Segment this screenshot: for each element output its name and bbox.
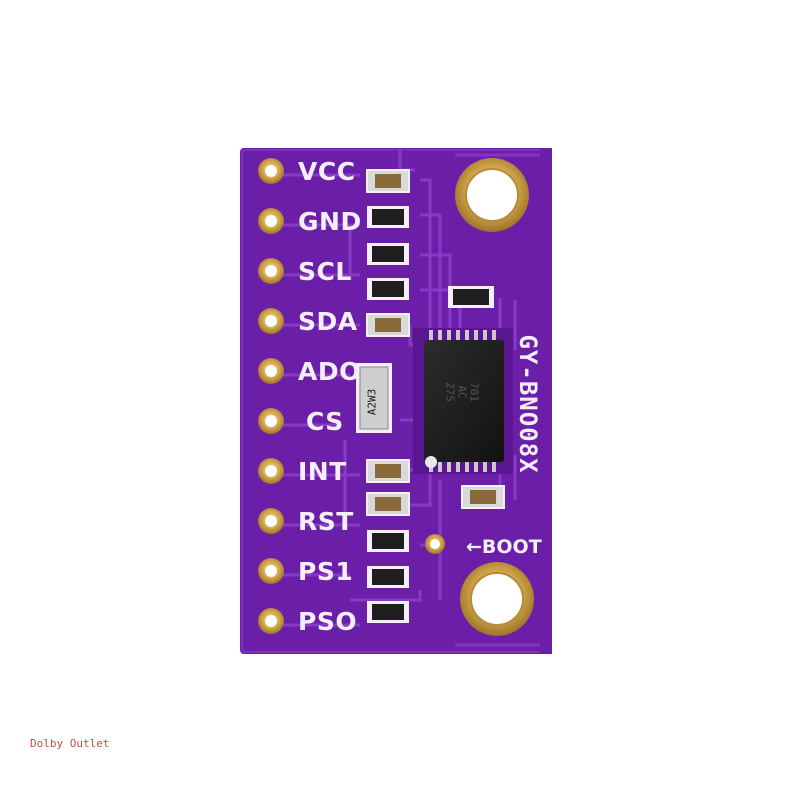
pin-pads — [258, 158, 284, 634]
resistor-code: 472 — [380, 572, 396, 581]
pin-label-ado: ADO — [298, 357, 361, 386]
pin-label-ps0: PSO — [298, 607, 358, 636]
pin-label-vcc: VCC — [298, 157, 356, 186]
pin-label-cs: CS — [306, 407, 344, 436]
resistor-code: 472 — [380, 284, 396, 293]
resistor-code: 472 — [380, 212, 396, 221]
sensor-chip — [413, 328, 513, 474]
pin-label-scl: SCL — [298, 257, 352, 286]
pin-label-gnd: GND — [298, 207, 362, 236]
watermark: Dolby Outlet — [30, 737, 110, 750]
boot-label: ←BOOT — [466, 536, 542, 558]
resistor-code: 472 — [463, 292, 479, 301]
pin-label-int: INT — [298, 457, 347, 486]
pin-label-rst: RST — [298, 507, 354, 536]
resistor-code: 472 — [380, 249, 396, 258]
resistor-code: 472 — [380, 607, 396, 616]
smd-components — [356, 169, 505, 623]
mounting-holes — [455, 158, 534, 636]
resistor-code: 472 — [380, 536, 396, 545]
pin-label-ps1: PS1 — [298, 557, 354, 586]
pin-label-sda: SDA — [298, 307, 358, 336]
